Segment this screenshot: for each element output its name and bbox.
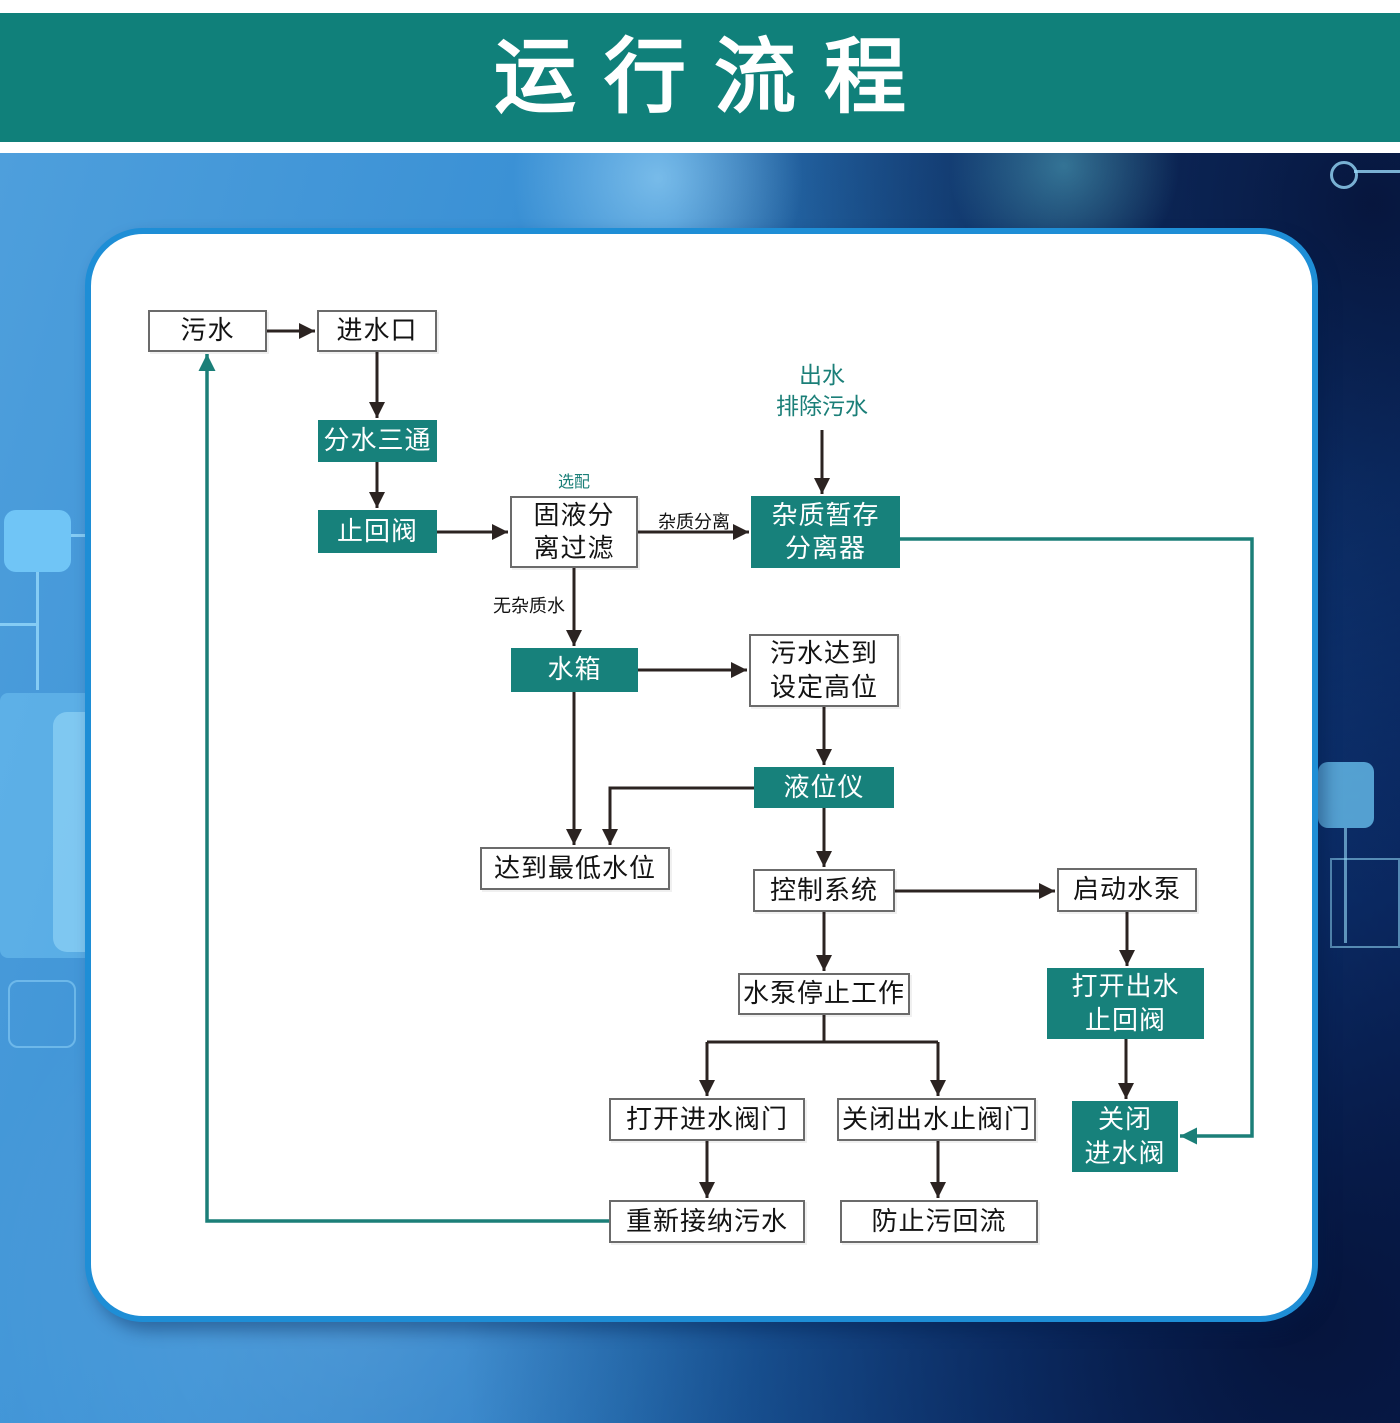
right-chip-trace-down: [1344, 828, 1347, 943]
node-solid-liquid-filter: 固液分 离过滤: [510, 496, 638, 568]
left-chip-trace-left: [0, 623, 36, 626]
page-title: 运行流程: [493, 31, 934, 123]
circuit-circle-decoration: [1330, 161, 1358, 189]
node-open-outlet-check-valve: 打开出水 止回阀: [1047, 968, 1204, 1039]
node-water-tank: 水箱: [511, 648, 638, 692]
left-chip-trace-down: [36, 572, 39, 690]
label-clean-water: 无杂质水: [493, 596, 565, 616]
node-sewage: 污水: [148, 310, 267, 352]
node-impurity-separator: 杂质暂存 分离器: [751, 496, 900, 568]
circuit-line-decoration: [1354, 170, 1400, 173]
node-lowest-level-reached: 达到最低水位: [480, 847, 670, 890]
title-banner: 运行流程: [0, 13, 1400, 142]
right-chip-decoration: [1318, 762, 1374, 828]
right-outline-square-decoration: [1330, 858, 1400, 948]
left-outline-square-decoration: [8, 980, 76, 1048]
left-block-decoration: [0, 693, 100, 958]
node-pump-stops: 水泵停止工作: [738, 973, 910, 1015]
node-water-inlet: 进水口: [317, 310, 437, 352]
node-close-inlet-valve: 关闭 进水阀: [1072, 1101, 1178, 1172]
node-check-valve: 止回阀: [318, 510, 437, 553]
node-diverter-tee: 分水三通: [318, 420, 437, 462]
node-level-gauge: 液位仪: [754, 767, 894, 808]
label-impurity-separation: 杂质分离: [658, 512, 730, 532]
node-close-outlet-stop-valve: 关闭出水止阀门: [837, 1098, 1036, 1141]
label-outlet-discharge: 出水 排除污水: [776, 362, 868, 420]
node-reaccept-sewage: 重新接纳污水: [609, 1200, 805, 1243]
left-chip-decoration: [4, 510, 71, 572]
node-open-inlet-valve: 打开进水阀门: [609, 1098, 805, 1141]
left-chip-trace-right: [71, 534, 87, 537]
node-prevent-backflow: 防止污回流: [840, 1200, 1038, 1243]
node-control-system: 控制系统: [753, 869, 895, 912]
node-start-pump: 启动水泵: [1057, 868, 1197, 912]
node-high-level-reached: 污水达到 设定高位: [749, 634, 899, 707]
label-optional: 选配: [557, 474, 590, 491]
